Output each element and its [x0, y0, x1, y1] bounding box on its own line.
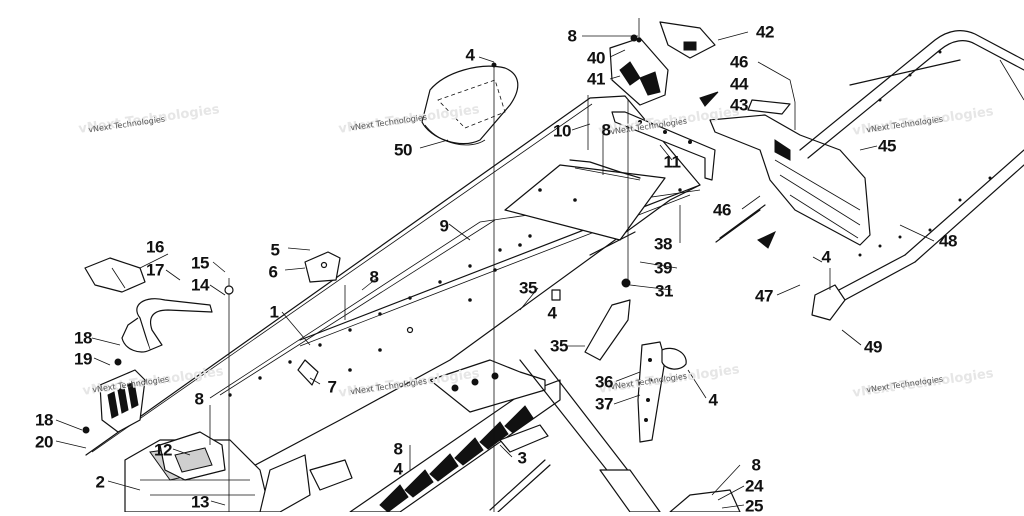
callout-8: 8 — [393, 439, 403, 459]
callout-42: 42 — [756, 22, 774, 42]
front-lower-parts — [159, 431, 353, 512]
callout-14: 14 — [191, 275, 209, 295]
callout-36: 36 — [595, 372, 613, 392]
side-rail-lower — [489, 349, 661, 512]
callout-8: 8 — [751, 455, 761, 475]
callout-4: 4 — [821, 247, 831, 267]
small-brackets — [297, 251, 687, 453]
callout-50: 50 — [394, 140, 412, 160]
callout-31: 31 — [655, 281, 673, 301]
bracket-35 — [584, 299, 631, 361]
callout-4: 4 — [465, 45, 475, 65]
callout-8: 8 — [194, 389, 204, 409]
callout-5: 5 — [270, 240, 280, 260]
rear-bracket-40-42 — [609, 21, 716, 106]
callout-24: 24 — [745, 476, 763, 496]
plate-7 — [297, 359, 319, 386]
callout-19: 19 — [74, 349, 92, 369]
callout-15: 15 — [191, 253, 209, 273]
callout-48: 48 — [939, 231, 957, 251]
callout-12: 12 — [154, 440, 172, 460]
callout-18: 18 — [74, 328, 92, 348]
callout-35: 35 — [519, 278, 537, 298]
callout-47: 47 — [755, 286, 773, 306]
callout-9: 9 — [439, 216, 449, 236]
callout-43: 43 — [730, 95, 748, 115]
front-left-parts — [82, 257, 213, 434]
handle-14 — [136, 298, 213, 351]
cover-16 — [84, 257, 146, 293]
callout-39: 39 — [654, 258, 672, 278]
callout-10: 10 — [553, 121, 571, 141]
callout-25: 25 — [745, 496, 763, 516]
rear-deck-panel — [504, 164, 666, 241]
callout-13: 13 — [191, 492, 209, 512]
callout-37: 37 — [595, 394, 613, 414]
callout-49: 49 — [864, 337, 882, 357]
callout-46: 46 — [713, 200, 731, 220]
callout-4: 4 — [547, 303, 557, 323]
callout-41: 41 — [587, 69, 605, 89]
callout-1: 1 — [269, 302, 279, 322]
bottom-right-part — [669, 489, 741, 512]
callout-20: 20 — [35, 432, 53, 452]
callout-17: 17 — [146, 260, 164, 280]
fastener-guide-lines — [209, 18, 831, 512]
callout-16: 16 — [146, 237, 164, 257]
bracket-3 — [499, 424, 549, 453]
leader-lines — [55, 31, 935, 509]
bracket-36 — [637, 341, 666, 443]
callout-40: 40 — [587, 48, 605, 68]
callout-8: 8 — [601, 120, 611, 140]
rail-bracket-11 — [611, 111, 716, 181]
rear-bumper-48 — [799, 30, 1024, 321]
callout-4: 4 — [393, 459, 403, 479]
running-board — [349, 359, 561, 512]
callout-8: 8 — [369, 267, 379, 287]
callout-35: 35 — [550, 336, 568, 356]
rear-flap-assembly — [699, 91, 871, 249]
callout-45: 45 — [878, 136, 896, 156]
callout-2: 2 — [95, 472, 105, 492]
callout-46: 46 — [730, 52, 748, 72]
callout-38: 38 — [654, 234, 672, 254]
callout-7: 7 — [327, 377, 337, 397]
callout-44: 44 — [730, 74, 748, 94]
callout-8: 8 — [567, 26, 577, 46]
callout-6: 6 — [268, 262, 278, 282]
callout-11: 11 — [663, 152, 681, 172]
callout-18: 18 — [35, 410, 53, 430]
callout-3: 3 — [517, 448, 527, 468]
callout-4: 4 — [708, 390, 718, 410]
